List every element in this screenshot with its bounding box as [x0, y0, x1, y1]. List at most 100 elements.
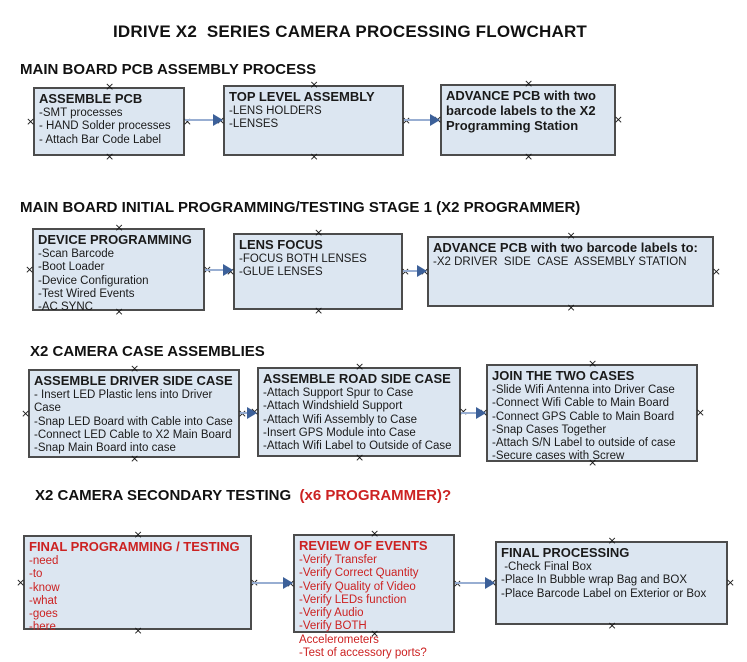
flow-box-join-the-two-cases: JOIN THE TWO CASES -Slide Wifi Antenna i…: [479, 358, 705, 468]
box-item: -here: [29, 621, 56, 634]
arrow-line: [403, 270, 419, 272]
connection-point-marker: ×: [16, 575, 26, 589]
box-item: -SMT processes: [39, 107, 123, 119]
flow-arrow: [205, 264, 233, 276]
box-title: ASSEMBLE ROAD SIDE CASE: [263, 371, 451, 386]
connection-point-marker: ×: [26, 114, 36, 128]
connection-point-marker: ×: [695, 406, 705, 419]
flow-arrow: [240, 407, 257, 419]
box-title: TOP LEVEL ASSEMBLY: [229, 89, 375, 104]
box-item: -Place In Bubble wrap Bag and BOX: [501, 574, 688, 587]
arrowhead-icon: [223, 264, 233, 276]
box-item: -Slide Wifi Antenna into Driver Case: [492, 384, 675, 396]
box-item: - HAND Solder processes: [39, 120, 171, 133]
flow-box-lens-focus: LENS FOCUS -FOCUS BOTH LENSES -GLUE LENS…: [226, 227, 410, 316]
arrow-line: [461, 412, 478, 414]
flow-box-advance-pcb-driver-side-station: ADVANCE PCB with two barcode labels to: …: [420, 230, 721, 313]
connection-point-marker: ×: [566, 301, 576, 314]
box-item: -know: [29, 581, 60, 594]
section-heading-pcb-assembly: MAIN BOARD PCB ASSEMBLY PROCESS: [20, 61, 317, 78]
flow-box-final-programming-testing: FINAL PROGRAMMING / TESTING -need -to -k…: [16, 529, 259, 636]
box-item: -what: [29, 594, 58, 607]
page-title: IDRIVE X2 SERIES CAMERA PROCESSING FLOWC…: [112, 22, 588, 41]
box-title: ASSEMBLE DRIVER SIDE CASE: [34, 373, 233, 388]
box-title: FINAL PROCESSING: [501, 545, 630, 560]
box-item: -Attach Windshield Support: [263, 400, 403, 413]
connection-point-marker: ×: [21, 406, 31, 420]
heading-red-part: (x6 PROGRAMMER)?: [299, 487, 452, 504]
flow-box-top-level-assembly: TOP LEVEL ASSEMBLY -LENS HOLDERS -LENSES…: [216, 79, 411, 162]
arrow-line: [404, 119, 432, 121]
box-item: -Connect GPS Cable to Main Board: [492, 410, 675, 423]
box-title: ADVANCE PCB with two barcode labels to:: [433, 240, 698, 255]
box-item: -to: [29, 568, 43, 581]
box-item: - Attach Bar Code Label: [39, 133, 162, 146]
flow-box-assemble-road-side-case: ASSEMBLE ROAD SIDE CASE -Attach Support …: [250, 361, 468, 463]
connection-point-marker: ×: [309, 150, 319, 163]
connection-point-marker: ×: [25, 262, 35, 276]
flow-box-assemble-driver-side-case: ASSEMBLE DRIVER SIDE CASE - Insert LED P…: [21, 363, 247, 464]
flow-arrow: [455, 577, 495, 589]
arrow-line: [185, 119, 215, 121]
arrowhead-icon: [485, 577, 495, 589]
box-item: -Attach S/N Label to outside of case: [492, 437, 676, 450]
box-item: -Scan Barcode: [38, 248, 115, 260]
connection-point-marker: ×: [607, 619, 617, 632]
box-item: -GLUE LENSES: [239, 266, 323, 279]
box-title: JOIN THE TWO CASES: [492, 368, 635, 383]
flow-arrow: [404, 114, 440, 126]
box-item: -Secure cases with Screw: [492, 450, 625, 463]
connection-point-marker: ×: [355, 451, 365, 464]
arrow-line: [205, 269, 225, 271]
box-item: -FOCUS BOTH LENSES: [239, 253, 367, 265]
box-item: -Place Barcode Label on Exterior or Box: [501, 587, 707, 600]
arrow-line: [455, 582, 487, 584]
box-item: -Insert GPS Module into Case: [263, 426, 416, 439]
arrowhead-icon: [430, 114, 440, 126]
box-item: -Boot Loader: [38, 261, 105, 274]
box-item: -Test of accessory ports?: [299, 647, 427, 660]
arrowhead-icon: [283, 577, 293, 589]
flow-box-advance-pcb-programming-station: ADVANCE PCB with two barcode labels to t…: [433, 78, 623, 162]
arrow-line: [240, 412, 249, 414]
box-item: -Verify BOTH Accelerometers: [299, 620, 379, 646]
box-item: -Test Wired Events: [38, 287, 135, 300]
flow-arrow: [403, 265, 427, 277]
flow-box-assemble-pcb: ASSEMBLE PCB -SMT processes - HAND Solde…: [26, 81, 192, 162]
box-item: -Verify Transfer: [299, 554, 377, 566]
box-title: FINAL PROGRAMMING / TESTING: [29, 539, 240, 554]
flow-arrow: [461, 407, 486, 419]
box-item: -LENS HOLDERS: [229, 105, 322, 117]
flow-box-review-of-events: REVIEW OF EVENTS -Verify Transfer -Verif…: [286, 528, 462, 659]
flow-arrow: [185, 114, 223, 126]
flow-arrow: [252, 577, 293, 589]
box-item: -Device Configuration: [38, 274, 149, 287]
box-item: -Snap Main Board into case: [34, 442, 176, 455]
section-heading-secondary-testing: X2 CAMERA SECONDARY TESTING (x6 PROGRAMM…: [35, 487, 451, 504]
connection-point-marker: ×: [725, 576, 735, 589]
connection-point-marker: ×: [105, 150, 115, 163]
box-item: -Verify LEDs function: [299, 593, 407, 606]
connection-point-marker: ×: [613, 113, 623, 126]
connection-point-marker: ×: [524, 150, 534, 163]
box-item: -need: [29, 555, 59, 567]
box-item: -Check Final Box: [501, 561, 592, 573]
box-item: -Snap LED Board with Cable into Case: [34, 415, 233, 428]
section-heading-case-assemblies: X2 CAMERA CASE ASSEMBLIES: [30, 343, 265, 360]
arrow-line: [252, 582, 285, 584]
flow-box-final-processing: FINAL PROCESSING -Check Final Box -Place…: [488, 535, 735, 631]
box-title: LENS FOCUS: [239, 237, 323, 252]
section-heading-initial-programming: MAIN BOARD INITIAL PROGRAMMING/TESTING S…: [20, 199, 581, 216]
box-item: -LENSES: [229, 118, 279, 131]
box-title: ADVANCE PCB with two barcode labels to t…: [446, 88, 600, 133]
heading-black-part: X2 CAMERA SECONDARY TESTING: [35, 487, 300, 504]
box-title: REVIEW OF EVENTS: [299, 538, 428, 553]
box-item: -Attach Support Spur to Case: [263, 387, 414, 399]
arrowhead-icon: [417, 265, 427, 277]
box-item: -X2 DRIVER SIDE CASE ASSEMBLY STATION: [433, 256, 687, 268]
box-item: -Verify Correct Quantity: [299, 567, 419, 580]
box-title: ASSEMBLE PCB: [39, 91, 143, 106]
box-item: -Verify Audio: [299, 607, 364, 620]
connection-point-marker: ×: [711, 264, 721, 278]
